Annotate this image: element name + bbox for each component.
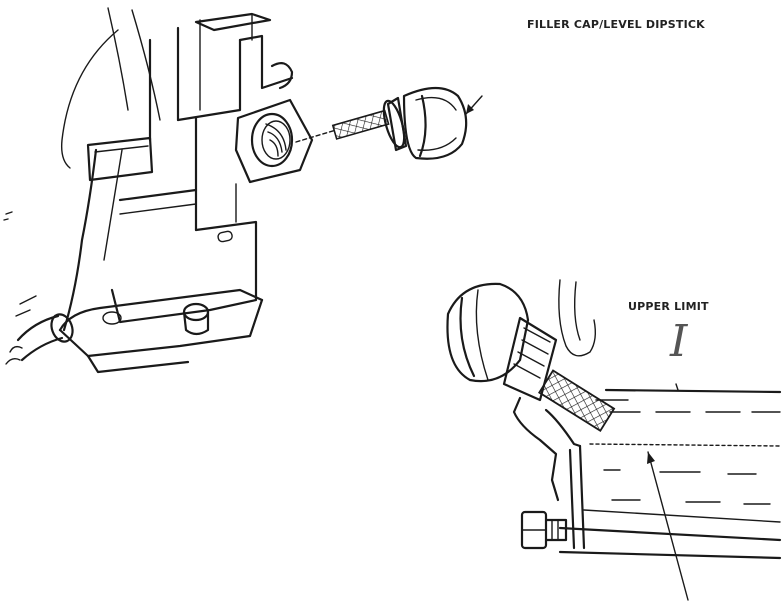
upper-limit-marker: I xyxy=(669,316,689,367)
upper-limit-label: UPPER LIMIT xyxy=(628,300,709,313)
dipstick-removed xyxy=(295,86,483,160)
title-label: FILLER CAP/LEVEL DIPSTICK xyxy=(527,18,705,31)
engine-block xyxy=(3,7,314,374)
dipstick-installed-detail: I xyxy=(446,279,782,601)
